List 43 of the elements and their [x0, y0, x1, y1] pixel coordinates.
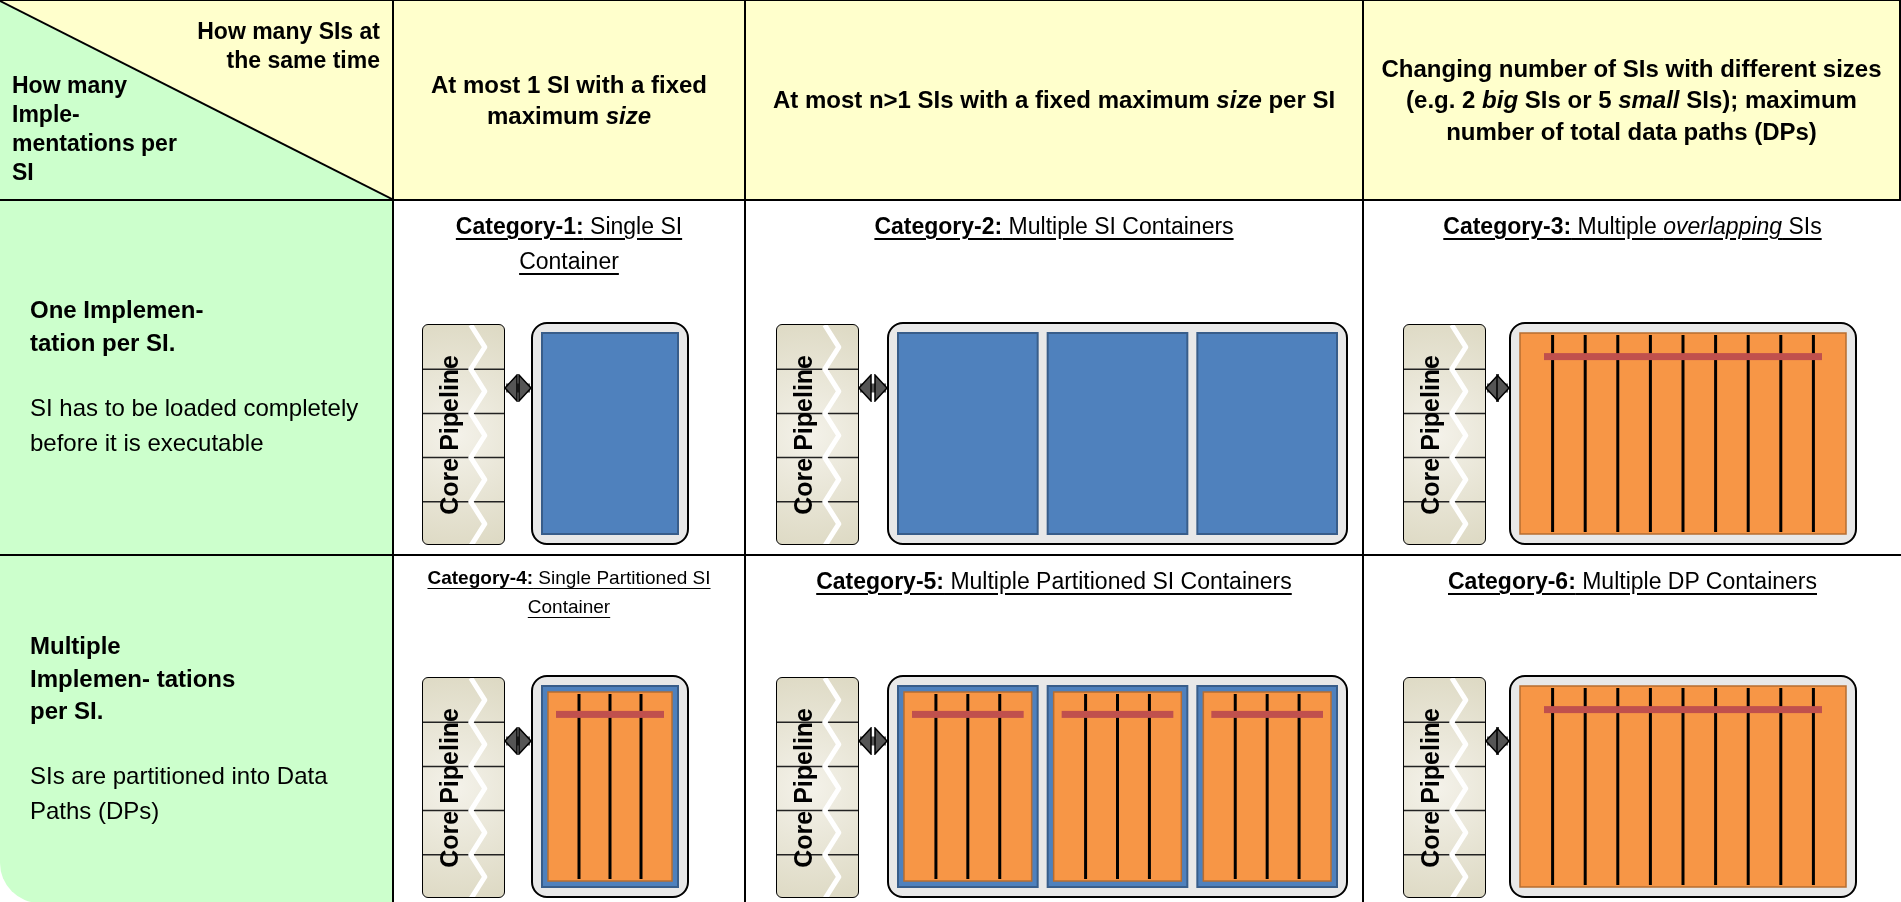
row-header-title: One Implemen- tation per SI.	[30, 295, 205, 358]
pipeline-label: Core Pipeline	[1418, 707, 1443, 868]
category-cell	[746, 201, 1364, 556]
corner-header-cell	[0, 1, 394, 201]
column-axis-label: How many SIs at the same time	[197, 18, 380, 73]
column-header-text: At most n>1 SIs with a fixed maximum size per SI	[772, 85, 1336, 116]
pipeline-label: Core Pipeline	[437, 354, 462, 515]
pipeline-label: Core Pipeline	[437, 707, 462, 868]
category-title: Category-4: Single Partitioned SI Container	[426, 566, 712, 619]
pipeline-block	[776, 677, 859, 898]
row-header-description: SI has to be loaded completely before it is executable	[30, 393, 360, 458]
category-title: Category-3: Multiple overlapping SIs	[1443, 212, 1822, 241]
category-title: Category-5: Multiple Partitioned SI Containers	[816, 567, 1292, 596]
row-axis-label: How many Imple- mentations per SI	[12, 72, 177, 185]
pipeline-label: Core Pipeline	[791, 354, 816, 515]
pipeline-block	[422, 677, 505, 898]
pipeline-block	[776, 324, 859, 545]
pipeline-block	[1403, 324, 1486, 545]
category-title: Category-2: Multiple SI Containers	[874, 212, 1234, 241]
double-arrow	[1485, 374, 1510, 402]
category-cell	[394, 201, 746, 556]
double-arrow	[1485, 727, 1510, 755]
column-header-text: Changing number of SIs with different sizes (e.g. 2 big SIs or 5 small SIs); maximum number of total data paths (DPs)	[1380, 54, 1883, 147]
pipeline-label: Core Pipeline	[1418, 354, 1443, 515]
row-header-title: Multiple Implemen- tations per SI.	[30, 631, 237, 726]
container-box	[531, 322, 689, 545]
category-title: Category-1: Single SI Container	[454, 212, 684, 276]
column-header-cell	[746, 1, 1364, 201]
container-box	[531, 675, 689, 898]
pipeline-block	[1403, 677, 1486, 898]
pipeline-block	[422, 324, 505, 545]
column-header-cell	[1364, 1, 1901, 201]
row-header-cell	[0, 556, 394, 902]
column-header-text: At most 1 SI with a fixed maximum size	[429, 69, 708, 131]
row-header-cell	[0, 201, 394, 556]
pipeline-label: Core Pipeline	[791, 707, 816, 868]
category-title: Category-6: Multiple DP Containers	[1448, 567, 1817, 596]
double-arrow	[504, 374, 532, 402]
column-header-cell	[394, 1, 746, 201]
double-arrow	[504, 727, 532, 755]
double-arrow	[858, 727, 888, 755]
row-header-description: SIs are partitioned into Data Paths (DPs)	[30, 761, 329, 827]
double-arrow	[858, 374, 888, 402]
